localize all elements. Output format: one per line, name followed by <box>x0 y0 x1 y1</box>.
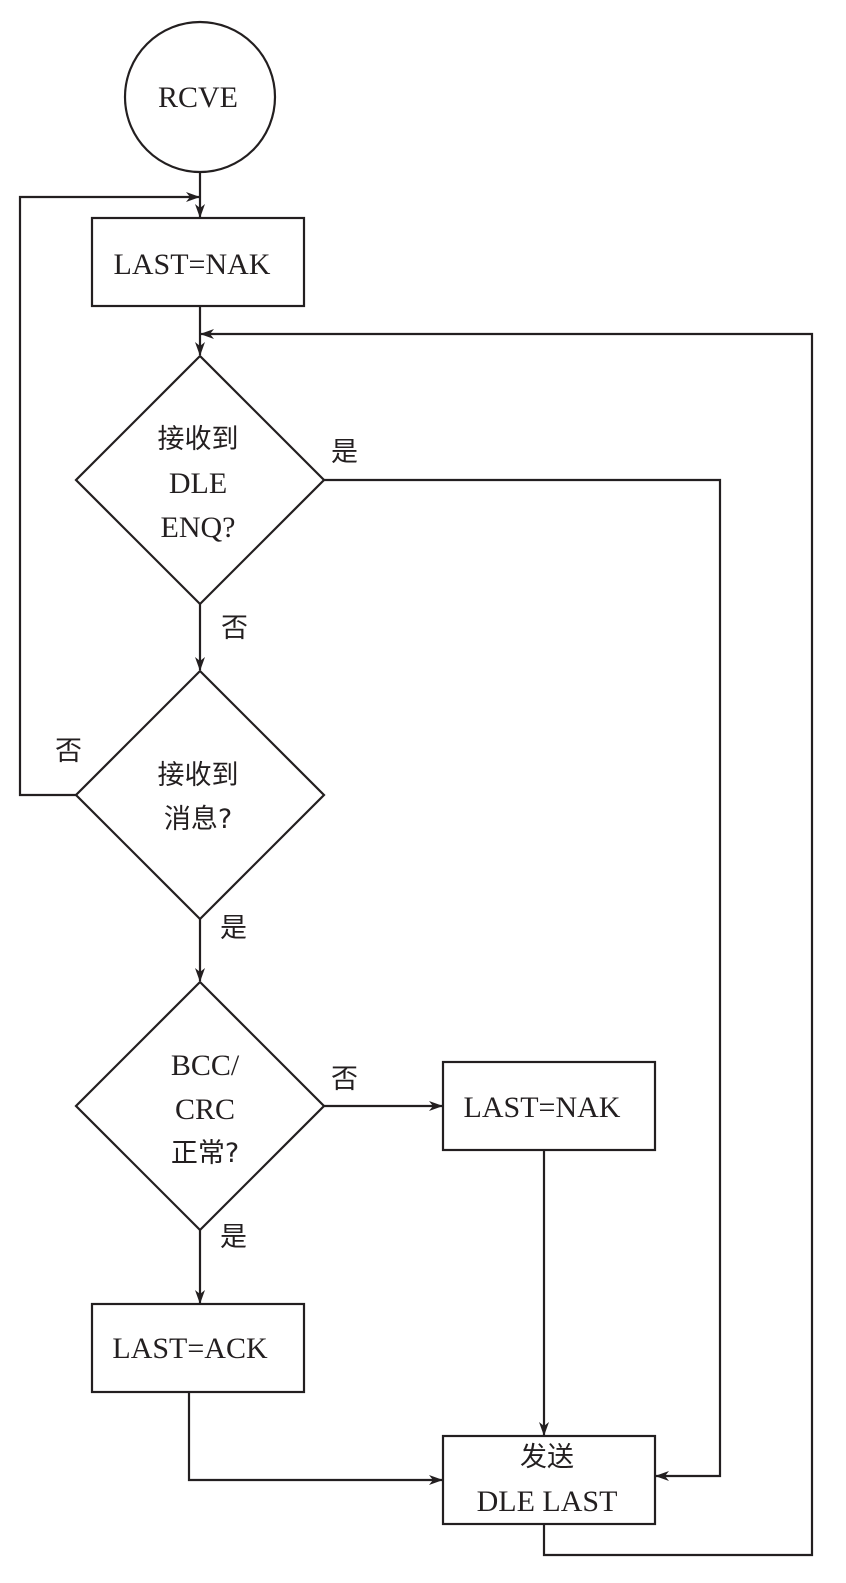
decision-msg-line-1: 接收到 <box>157 760 239 791</box>
send-box-line-2: DLE LAST <box>476 1485 618 1518</box>
decision-crc-line-3: 正常? <box>170 1138 240 1169</box>
arrow-ack-to-send <box>187 1392 443 1485</box>
crc-yes-label: 是 <box>220 1222 247 1253</box>
ack-box-label: LAST=ACK <box>112 1332 268 1365</box>
send-box-line-1: 发送 <box>519 1442 574 1473</box>
nak-box <box>441 1060 657 1152</box>
decision-msg-line-2: 消息? <box>163 804 233 835</box>
ack-box <box>90 1302 306 1394</box>
send-box-text: 发送 DLE LAST <box>477 1436 618 1524</box>
decision-enq-line-1: 接收到 <box>157 424 239 455</box>
decision-msg-text: 接收到 消息? <box>158 754 239 842</box>
msg-yes-label: 是 <box>220 913 247 944</box>
msg-no-label: 否 <box>55 736 82 767</box>
arrow-send-loop <box>200 329 814 1557</box>
decision-enq-line-3: ENQ? <box>160 511 236 544</box>
crc-no-label: 否 <box>331 1064 358 1095</box>
start-label: RCVE <box>157 81 239 114</box>
init-box-label: LAST=NAK <box>113 248 271 281</box>
enq-no-label: 否 <box>221 613 248 644</box>
decision-crc-line-1: BCC/ <box>170 1049 240 1082</box>
arrow-msg-no-loop <box>18 192 200 797</box>
decision-enq-text: 接收到 DLE ENQ? <box>158 418 239 550</box>
arrow-enq-yes-to-send <box>324 478 722 1481</box>
decision-crc-line-2: CRC <box>174 1093 236 1126</box>
enq-yes-label: 是 <box>331 437 358 468</box>
nak-box-label: LAST=NAK <box>463 1091 621 1124</box>
decision-crc-text: BCC/ CRC 正常? <box>171 1044 239 1176</box>
decision-enq-line-2: DLE <box>168 467 228 500</box>
init-box <box>90 216 306 308</box>
